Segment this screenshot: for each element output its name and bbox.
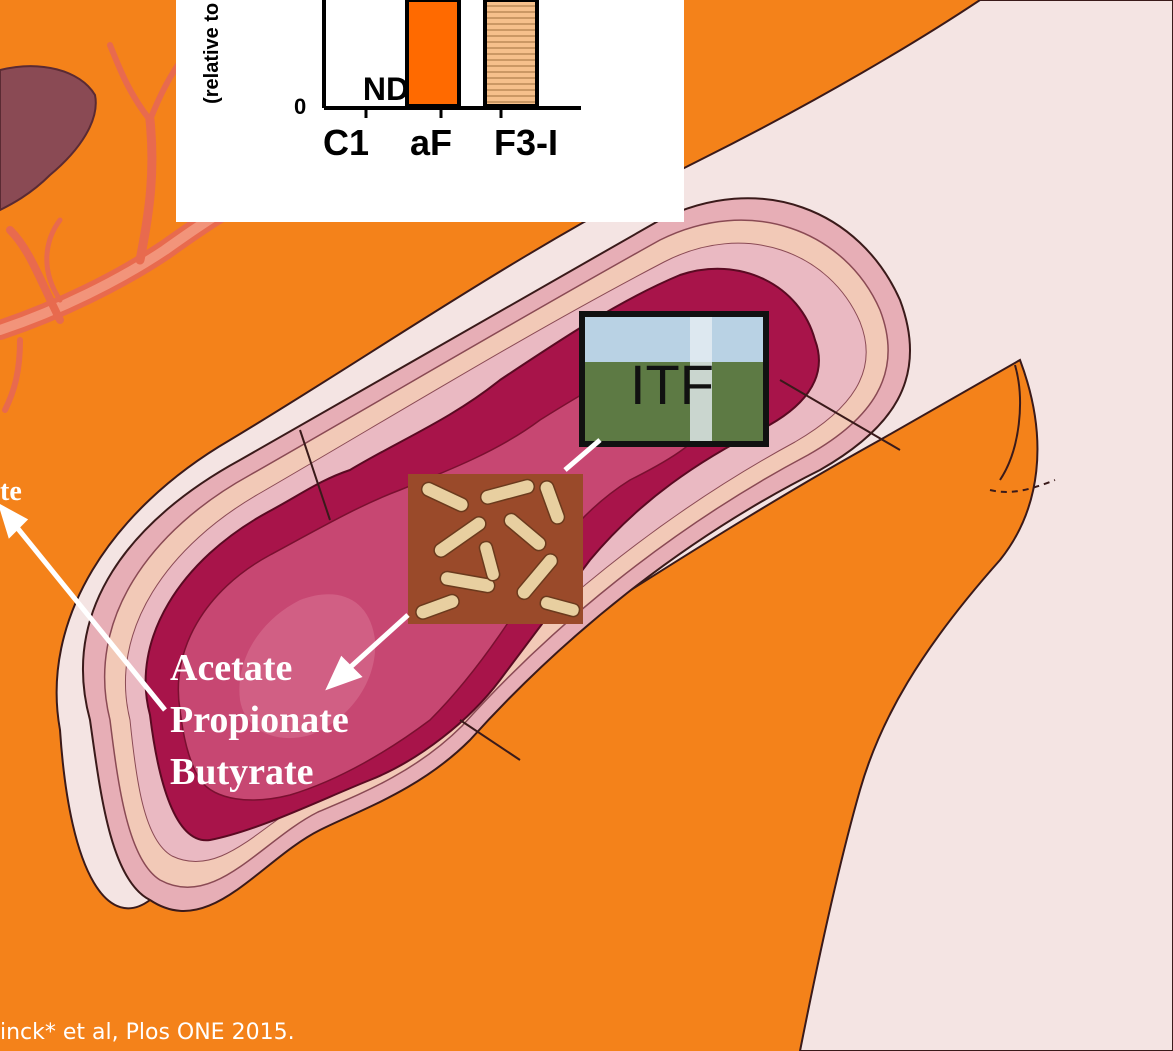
scfa-partial-label: te: [0, 476, 22, 507]
x-tick-label: aF: [410, 122, 452, 163]
itf-label: ITF: [630, 353, 714, 416]
y-axis-label: (relative to C): [201, 0, 223, 104]
bar-chart: (relative to C) 0 ND C1 aF F3-I: [176, 0, 684, 222]
x-tick-label: C1: [323, 122, 369, 163]
scfa-acetate-label: Acetate: [170, 647, 292, 689]
bacteria-photo: [408, 474, 583, 624]
citation: inck* et al, Plos ONE 2015.: [0, 1020, 295, 1045]
liver-shape: [0, 66, 96, 210]
bar-af: [407, 0, 459, 106]
scfa-propionate-label: Propionate: [170, 699, 349, 741]
bar-chart-inset: (relative to C) 0 ND C1 aF F3-I: [176, 0, 684, 222]
scfa-butyrate-label: Butyrate: [170, 751, 314, 793]
bar-value-label: ND: [363, 71, 409, 107]
x-tick-label: F3-I: [494, 122, 558, 163]
itf-photo: ITF: [582, 314, 766, 444]
y-tick-label: 0: [294, 94, 306, 119]
